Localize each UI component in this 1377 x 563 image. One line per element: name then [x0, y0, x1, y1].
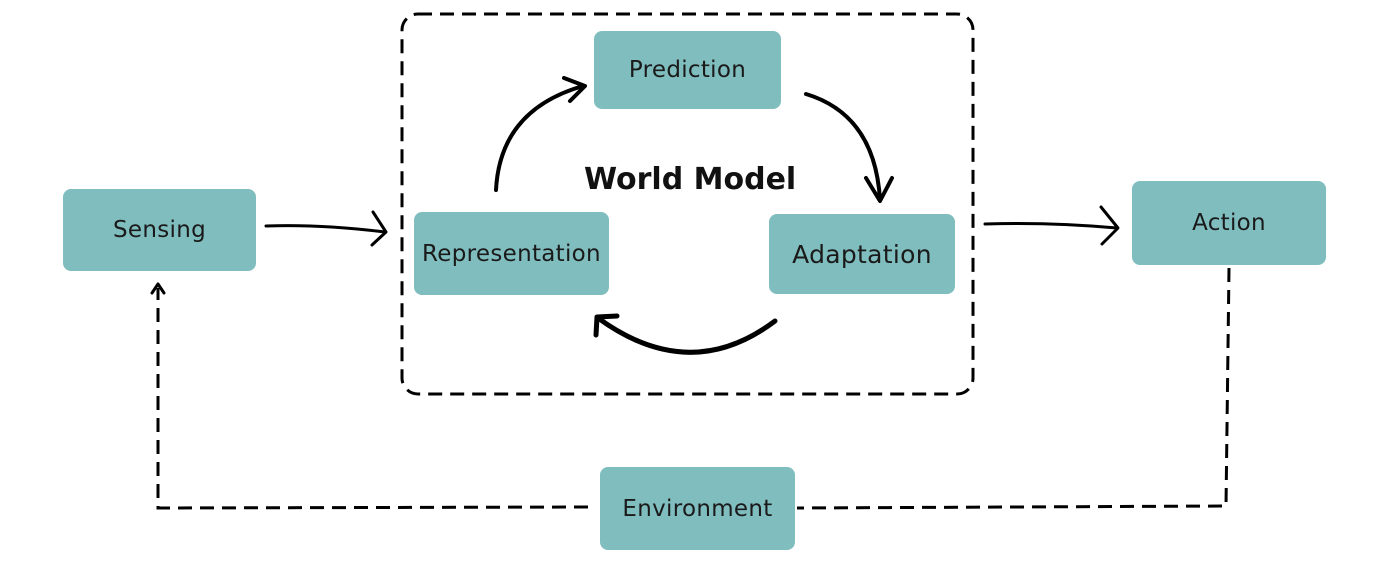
node-representation[interactable]: Representation [414, 212, 609, 295]
node-adaptation-label: Adaptation [792, 239, 932, 269]
arrow-representation-to-prediction [494, 76, 587, 192]
node-prediction-label: Prediction [628, 57, 747, 83]
arrow-world-model-to-action [983, 205, 1120, 246]
arrow-environment-to-sensing [150, 282, 589, 510]
node-sensing[interactable]: Sensing [63, 189, 256, 271]
world-model-container [400, 12, 975, 396]
arrow-prediction-to-adaptation [804, 92, 894, 203]
world-model-title: World Model [584, 162, 797, 197]
node-environment-label: Environment [622, 495, 773, 522]
node-adaptation[interactable]: Adaptation [769, 214, 955, 294]
arrow-action-to-environment [796, 267, 1231, 510]
node-sensing-label: Sensing [113, 217, 206, 243]
node-representation-label: Representation [422, 240, 601, 267]
node-action-label: Action [1192, 210, 1266, 236]
node-action[interactable]: Action [1132, 181, 1326, 265]
node-environment[interactable]: Environment [600, 467, 795, 550]
node-prediction[interactable]: Prediction [594, 31, 781, 109]
arrow-adaptation-to-representation [593, 313, 778, 355]
arrow-sensing-to-world-model [264, 210, 388, 247]
